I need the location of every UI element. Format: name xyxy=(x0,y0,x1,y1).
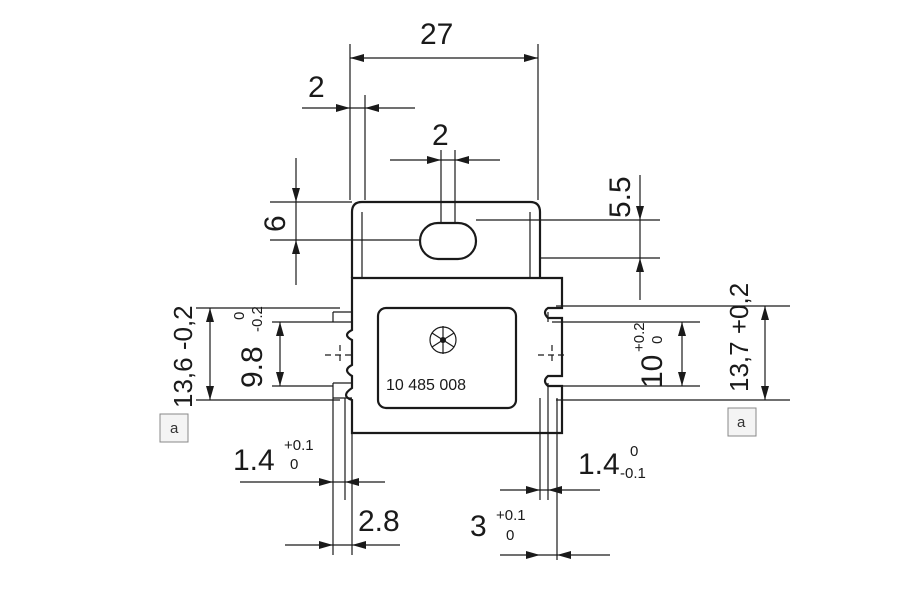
dim-1-4-left: 1.4 xyxy=(233,444,275,477)
label-plate xyxy=(376,306,518,410)
dimension-lines xyxy=(206,54,769,559)
dim-3-tol-lower: 0 xyxy=(506,527,514,544)
dim-1-4-left-tol-upper: +0.1 xyxy=(284,437,314,454)
dim-2-flange: 2 xyxy=(308,71,325,104)
mounting-slot xyxy=(418,221,478,261)
dim-3-tol-upper: +0.1 xyxy=(496,507,526,524)
section-tag-left: a xyxy=(159,413,189,443)
dim-2-8: 2.8 xyxy=(358,505,400,538)
manufacturer-logo-icon xyxy=(429,326,457,354)
dim-9-8-tol-upper: 0 xyxy=(231,312,248,320)
dim-10-tol-upper: +0.2 xyxy=(631,322,648,352)
extension-lines xyxy=(196,44,790,560)
dim-10: 10 xyxy=(636,355,669,388)
component-outline xyxy=(325,200,568,435)
dim-9-8-tol-lower: -0.2 xyxy=(249,306,266,332)
dim-3: 3 xyxy=(470,510,487,543)
section-tag-left-label: a xyxy=(170,420,179,437)
dim-6: 6 xyxy=(259,215,292,232)
dim-1-4-left-tol-lower: 0 xyxy=(290,456,298,473)
part-number: 10 485 008 xyxy=(386,377,466,394)
dim-1-4-right: 1.4 xyxy=(578,448,620,481)
section-tag-right-label: a xyxy=(737,414,746,431)
dimension-labels: 27 2 2 6 5.5 13,6 -0,2 9.8 0 -0.2 10 +0.… xyxy=(168,18,754,544)
dim-10-tol-lower: 0 xyxy=(649,336,666,344)
dim-13-6: 13,6 -0,2 xyxy=(168,305,198,408)
dim-1-4-right-tol-upper: 0 xyxy=(630,443,638,460)
dim-2-hole: 2 xyxy=(432,119,449,152)
dim-1-4-right-tol-lower: -0.1 xyxy=(620,465,646,482)
dim-27: 27 xyxy=(420,18,453,51)
section-tag-right: a xyxy=(727,407,757,437)
dim-9-8: 9.8 xyxy=(236,346,269,388)
dim-5-5: 5.5 xyxy=(604,176,637,218)
dim-13-7: 13,7 +0,2 xyxy=(724,283,754,392)
